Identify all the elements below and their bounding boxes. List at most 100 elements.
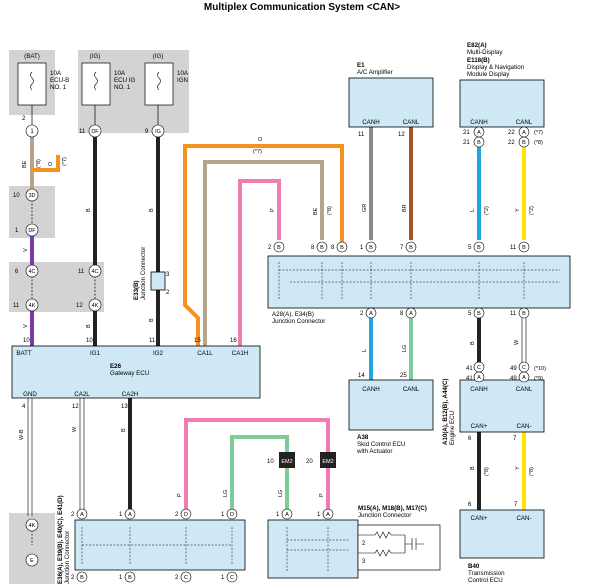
pin-number: 41: [466, 366, 473, 372]
pin-number: 2: [360, 311, 364, 317]
fuse-ign: (IG) 10A IGN: [144, 53, 189, 106]
connector-e33-sublabel: Junction Connector: [140, 247, 147, 300]
terminal-pin: DF: [28, 228, 36, 234]
wire-code-p: P: [319, 493, 325, 497]
fuse-source: (IG): [153, 53, 164, 60]
pin-number: 2: [175, 512, 179, 518]
junction-connector-a28: A28(A), E34(B) Junction Connector: [267, 255, 571, 325]
wire-note: (*2): [529, 206, 535, 215]
pin-label-can-minus: CAN-: [516, 515, 531, 522]
wire-note: (*7): [62, 157, 68, 166]
display-module-name-2: Module Display: [467, 71, 510, 78]
wire-code-lg: LG: [223, 490, 229, 497]
terminal-pin: 1: [30, 129, 34, 135]
gateway-ecu: BATT IG1 IG2 CA1L CA1H E26 Gateway ECU G…: [11, 345, 261, 399]
wire-note: (*2): [484, 206, 490, 215]
wire-code-p: P: [177, 493, 183, 497]
pin-number: 2: [71, 575, 75, 581]
pin-label-canh: CANH: [362, 119, 380, 126]
fuse-ecu-ig: (IG) 10A ECU IG NO. 1: [81, 53, 136, 106]
pin-number: 10: [23, 338, 30, 344]
connector-e36-label: E36(A), E39(B), E40(C), E41(D): [57, 495, 64, 584]
pin-number: 8: [400, 311, 404, 317]
terminal-letter: A: [522, 375, 526, 381]
connector-m15-sublabel: Junction Connector: [358, 512, 411, 519]
pin-number: 10: [86, 338, 93, 344]
pin-number: 4: [22, 404, 26, 410]
wire-note: (*8): [327, 206, 333, 215]
multi-display: E82(A) Multi-Display E118(B) Display & N…: [459, 42, 545, 146]
terminal-letter: A: [285, 512, 289, 518]
pin-number: 9: [145, 129, 149, 135]
wire-note: (*8): [534, 140, 543, 146]
connector-e33-label: E33(B): [133, 280, 140, 300]
gateway-ecu-pin-numbers: 10 10 11 15 16 4 12 13: [22, 338, 237, 410]
fuse-name: ECU IG: [114, 77, 136, 84]
pin-label-can-plus: CAN+: [471, 423, 488, 430]
engine-ecu-name: Engine ECU: [449, 411, 456, 445]
pin-label-ca2h: CA2H: [122, 391, 139, 398]
terminal-letter: C: [230, 575, 234, 581]
pin-label-can-minus: CAN-: [516, 423, 531, 430]
wire-code-v: V: [23, 324, 29, 328]
fuse-ecu-b: (BAT) 10A ECU-B NO. 1: [17, 53, 69, 106]
pin-number: 22: [508, 130, 515, 136]
pin-number: 1: [360, 245, 364, 251]
pin-number: 2: [71, 512, 75, 518]
pin-label-ca2l: CA2L: [74, 391, 90, 398]
wire-code-l: L: [470, 209, 476, 212]
engine-ecu-code: A10(A), B12(B), A44(C): [442, 379, 449, 445]
pin-number: 2: [166, 290, 170, 296]
pin-number: 1: [119, 575, 123, 581]
wire-code-be: BE: [313, 207, 319, 215]
pin-number: 11: [510, 311, 517, 317]
pin-label-canl: CANL: [403, 119, 420, 126]
terminal-letter: B: [522, 140, 526, 146]
pin-label-canh: CANH: [470, 386, 488, 393]
connector-e36-sublabel: Junction Connector: [64, 531, 71, 584]
pin-label-ig1: IG1: [90, 350, 101, 357]
pin-number: 1: [221, 512, 225, 518]
pin-number: 11: [149, 338, 156, 344]
pin-number: 2: [175, 575, 179, 581]
pin-number: 11: [358, 132, 365, 138]
terminal-pin: DF: [91, 129, 99, 135]
terminal-letter: A: [477, 130, 481, 136]
wire-note: (*8): [36, 159, 42, 168]
pin-number: 1: [276, 512, 280, 518]
multi-display-name: Multi-Display: [467, 49, 503, 56]
multi-display-code: E82(A): [467, 42, 487, 49]
pin-number: 49: [510, 376, 517, 382]
pin-number: 6: [468, 436, 472, 442]
display-module-code: E118(B): [467, 57, 490, 64]
pin-number: 7: [513, 436, 517, 442]
terminal-letter: D: [230, 512, 234, 518]
wire-code-y: Y: [515, 466, 521, 470]
pin-number: 12: [398, 132, 405, 138]
pin-number: 49: [510, 366, 517, 372]
terminal-letter: B: [522, 245, 526, 251]
pin-number: 11: [510, 245, 517, 251]
fuse-source: (BAT): [24, 53, 40, 60]
terminal-letter: B: [477, 245, 481, 251]
fuse-name-2: NO. 1: [50, 84, 67, 91]
engine-ecu: CANH CANL CAN+ CAN- A10(A), B12(B), A44(…: [442, 366, 546, 445]
junction-connector-e33: E33(B) Junction Connector 3 2: [133, 247, 170, 300]
fuse-name-2: NO. 1: [114, 84, 131, 91]
terminal-letter: B: [477, 140, 481, 146]
pin-number: 21: [463, 140, 470, 146]
terminal-pin: 4K: [29, 303, 36, 309]
pin-label-canh: CANH: [470, 119, 488, 126]
connector-a28-sublabel: Junction Connector: [272, 318, 325, 325]
connector-m15-label: M15(A), M18(B), M17(C): [358, 505, 427, 512]
terminal-letter: A: [80, 512, 84, 518]
diagram-title: Multiplex Communication System <CAN>: [204, 2, 400, 13]
wire-note: (*9): [534, 376, 543, 382]
pin-number: 7: [400, 245, 404, 251]
terminal-letter: A: [522, 130, 526, 136]
pin-number: 2: [362, 541, 366, 547]
pin-label-canl: CANL: [403, 386, 420, 393]
wire-code-p: P: [270, 208, 276, 212]
ac-amplifier: E1 A/C Amplifier CANH CANL 11 12: [348, 62, 434, 138]
